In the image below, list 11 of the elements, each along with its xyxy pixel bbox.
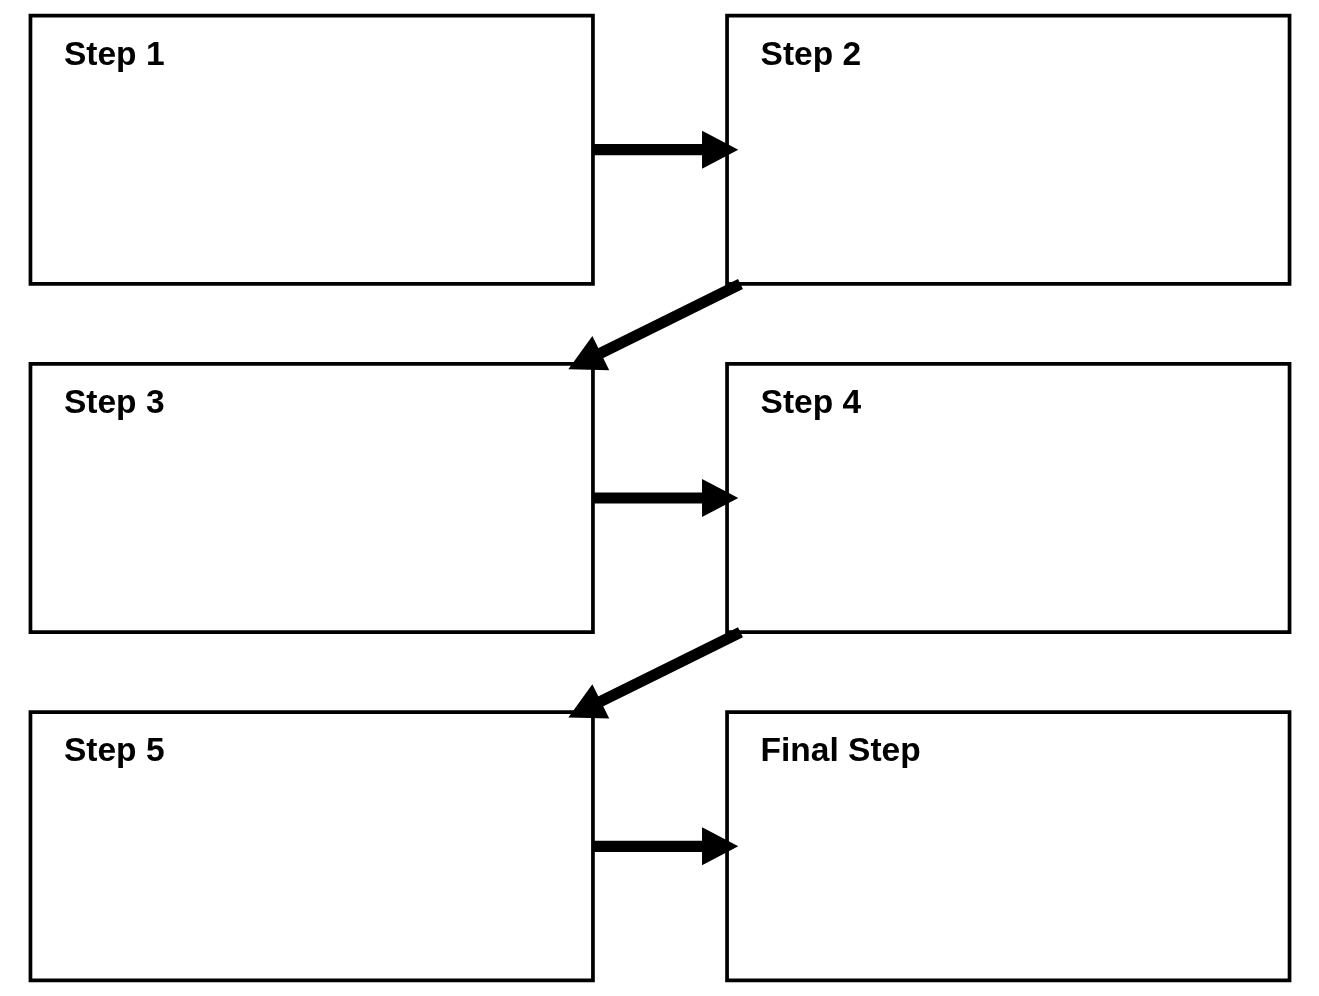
arrow [592, 827, 738, 866]
node-box: Step 1 [28, 13, 595, 286]
node-box: Step 4 [724, 362, 1291, 634]
arrow [592, 130, 738, 169]
node-box: Final Step [724, 710, 1291, 983]
node-box: Step 3 [28, 362, 595, 634]
arrow [567, 279, 743, 371]
node-box: Step 5 [28, 710, 595, 983]
arrow [592, 478, 738, 518]
node-box: Step 2 [724, 13, 1291, 286]
arrow [567, 627, 743, 719]
